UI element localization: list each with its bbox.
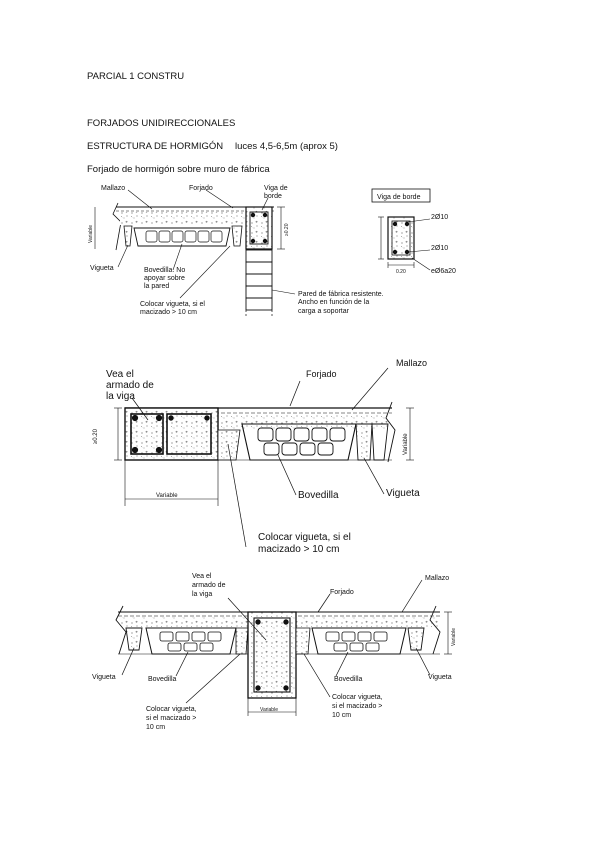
fig1-bovedilla-label-2: apoyar sobre — [144, 275, 185, 282]
section-heading: FORJADOS UNIDIRECCIONALES — [87, 118, 236, 129]
fig3-vea-label-3: la viga — [192, 591, 212, 598]
fig3-vigueta-left: Vigueta — [92, 674, 116, 681]
fig2-vea-label-1: Vea el — [106, 369, 134, 380]
fig3-colocar-right-2: si el macizado > — [332, 703, 382, 710]
fig3-colocar-left-3: 10 cm — [146, 724, 165, 731]
fig1-bovedilla-label-1: Bovedilla. No — [144, 267, 185, 274]
fig3-variable-side: Variable — [451, 628, 457, 646]
fig3-variable-bottom: Variable — [260, 707, 278, 713]
fig1-pared-label-3: carga a soportar — [298, 308, 350, 315]
fig2-vea-label-2: armado de — [106, 380, 154, 391]
fig3-colocar-right-3: 10 cm — [332, 712, 351, 719]
fig3-bovedilla-right: Bovedilla — [334, 676, 363, 683]
fig1-pared-label-1: Pared de fábrica resistente. — [298, 291, 384, 298]
fig1-forjado-label: Forjado — [189, 185, 213, 192]
fig3-bovedilla-left: Bovedilla — [148, 676, 177, 683]
detail-bar-bottom: 2Ø10 — [431, 245, 448, 252]
figure-3-viga-intermedia — [115, 579, 452, 716]
fig2-bovedilla-label: Bovedilla — [298, 490, 339, 501]
fig1-variable-dimension: Variable — [88, 225, 94, 243]
fig1-colocar-label-1: Colocar vigueta, si el — [140, 301, 205, 308]
span-note: luces 4,5-6,5m (aprox 5) — [235, 141, 338, 152]
figure-1-forjado-sobre-muro — [94, 189, 296, 318]
fig3-colocar-left-2: si el macizado > — [146, 715, 196, 722]
fig2-variable-side: Variable — [403, 433, 409, 455]
fig1-pared-label-2: Ancho en función de la — [298, 299, 369, 306]
document-title: PARCIAL 1 CONSTRU — [87, 71, 185, 82]
detail-width: 0.20 — [396, 269, 406, 275]
fig1-viga-borde-label-1: Viga de — [264, 185, 288, 192]
fig1-mallazo-label: Mallazo — [101, 185, 125, 192]
fig3-forjado-label: Forjado — [330, 589, 354, 596]
fig1-colocar-label-2: macizado > 10 cm — [140, 309, 197, 316]
detail-bar-top: 2Ø10 — [431, 214, 448, 221]
detail-stirrups: eØ6a20 — [431, 268, 456, 275]
fig3-vea-label-2: armado de — [192, 582, 226, 589]
fig2-colocar-label-2: macizado > 10 cm — [258, 544, 339, 555]
fig2-mallazo-label: Mallazo — [396, 358, 427, 368]
detail-viga-de-borde — [371, 188, 431, 271]
figure-heading: Forjado de hormigón sobre muro de fábric… — [87, 164, 270, 175]
fig1-vigueta-label: Vigueta — [90, 265, 114, 272]
fig2-dimension-020: ≥0.20 — [93, 428, 99, 444]
fig3-vea-label-1: Vea el — [192, 573, 212, 580]
subsection-heading: ESTRUCTURA DE HORMIGÓN — [87, 141, 224, 152]
fig3-mallazo-label: Mallazo — [425, 575, 449, 582]
fig2-vea-label-3: la viga — [106, 391, 135, 402]
fig1-dimension-020: ≥0.20 — [284, 223, 290, 236]
fig2-variable-bottom: Variable — [156, 493, 178, 499]
fig1-bovedilla-label-3: la pared — [144, 283, 169, 290]
figure-2-viga-de-borde — [114, 367, 414, 548]
fig2-vigueta-label: Vigueta — [386, 488, 420, 499]
fig3-vigueta-right: Vigueta — [428, 674, 452, 681]
fig2-forjado-label: Forjado — [306, 369, 337, 379]
fig1-viga-borde-label-2: borde — [264, 193, 282, 200]
fig3-colocar-left-1: Colocar vigueta, — [146, 706, 197, 713]
detail-title: Viga de borde — [377, 194, 421, 201]
fig3-colocar-right-1: Colocar vigueta, — [332, 694, 383, 701]
fig2-colocar-label-1: Colocar vigueta, si el — [258, 532, 351, 543]
